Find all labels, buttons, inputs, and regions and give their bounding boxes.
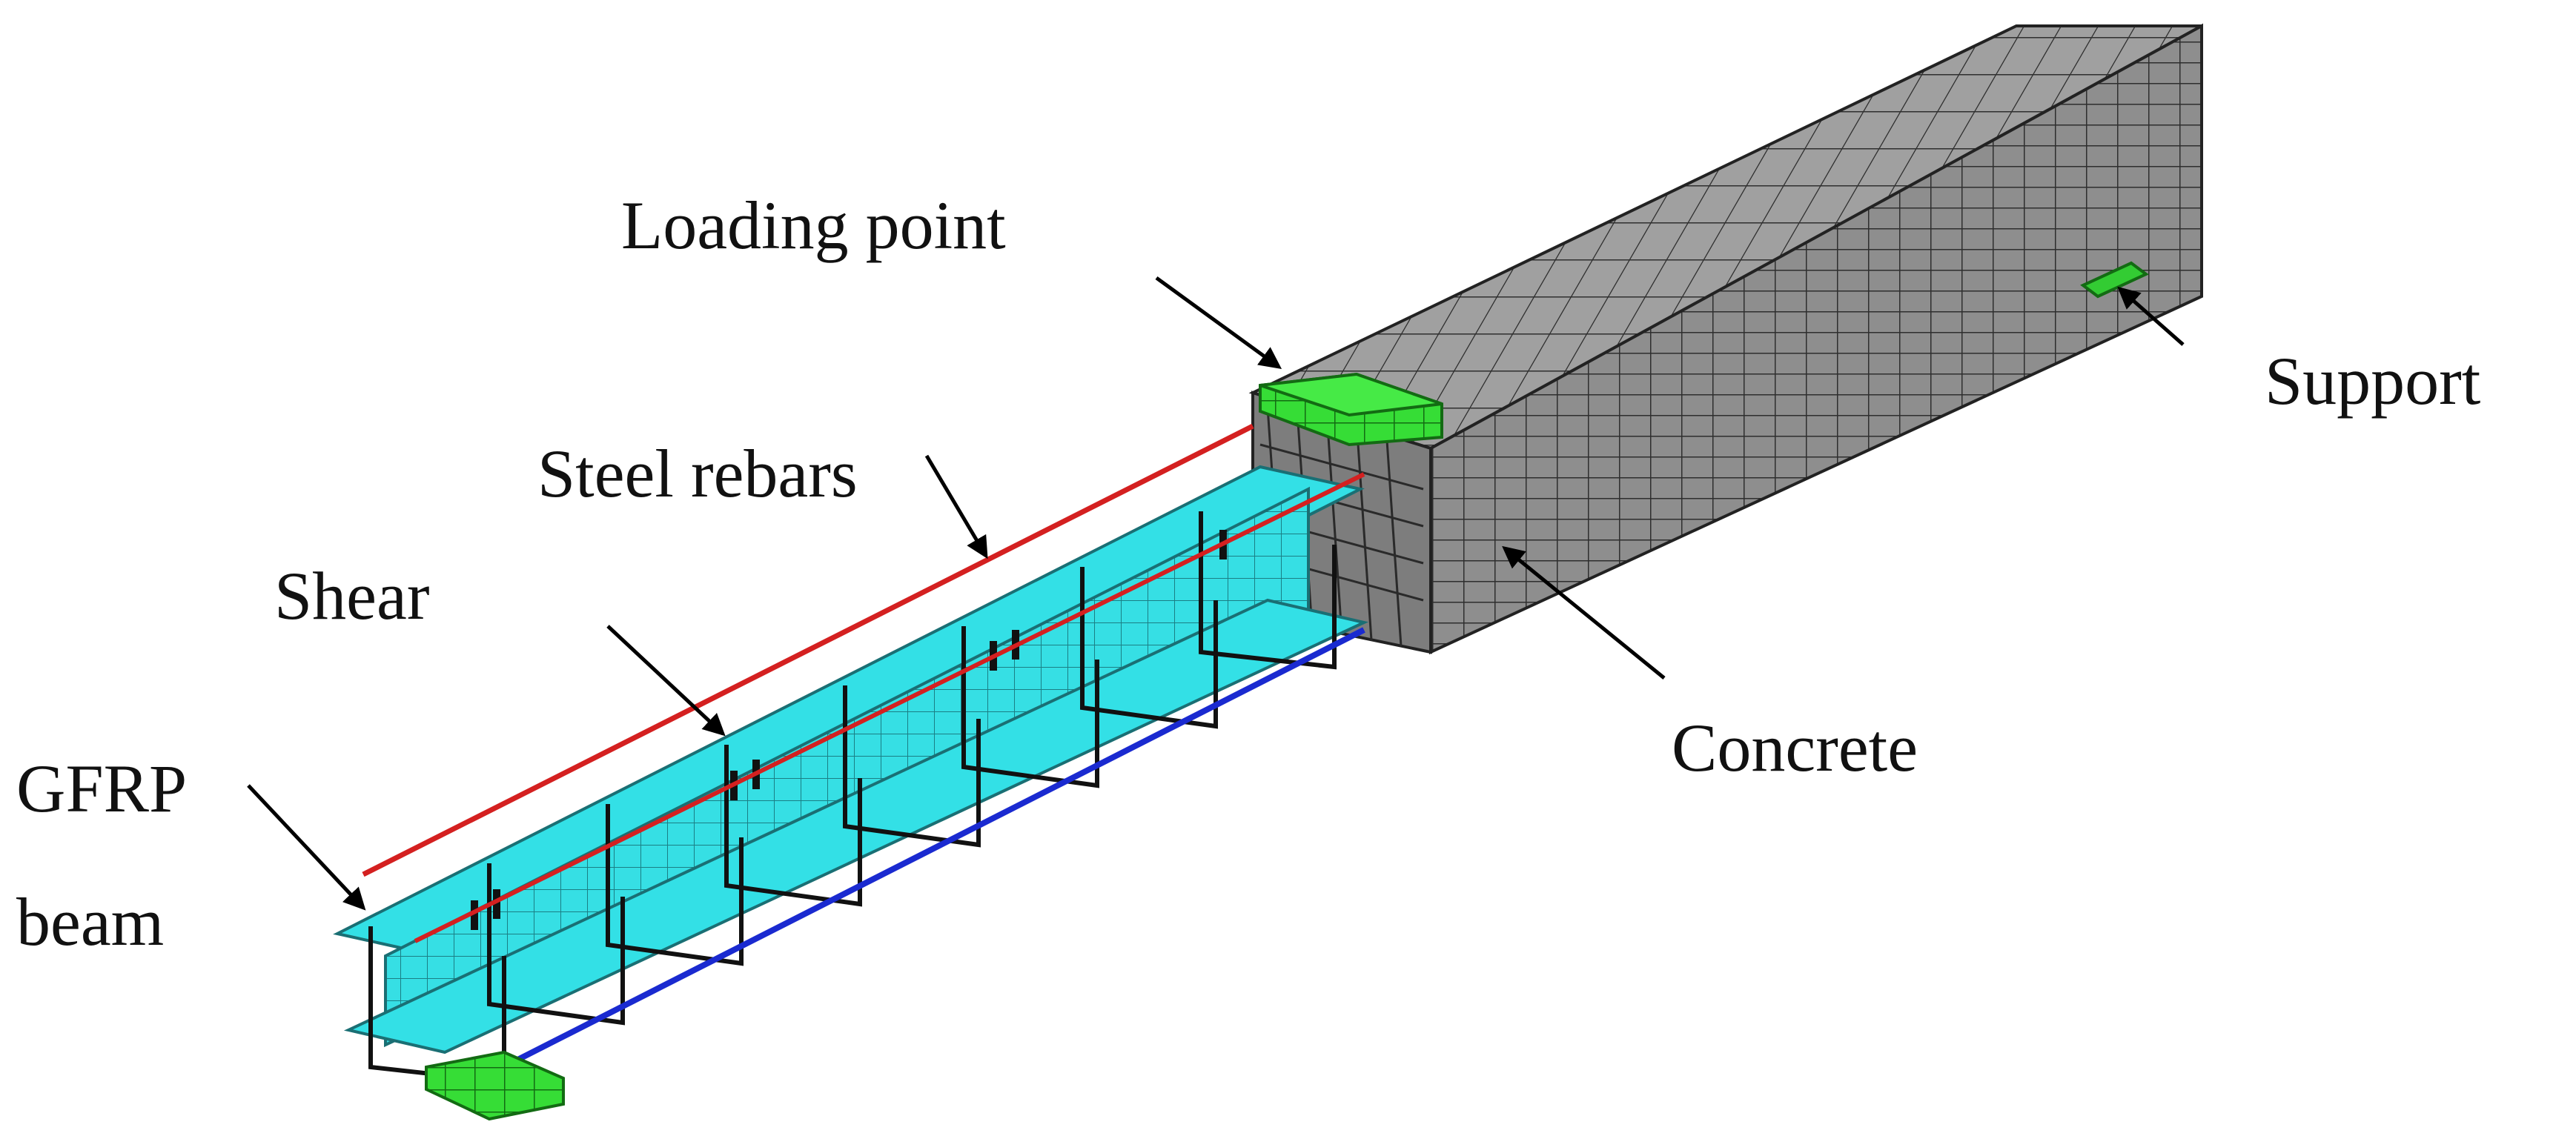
- label-beam: beam: [16, 884, 164, 960]
- arrow-icon: [1155, 276, 1282, 369]
- arrow-icon: [2117, 286, 2185, 346]
- arrow-icon: [924, 454, 988, 559]
- label-support: Support: [2265, 343, 2481, 419]
- label-steel-rebars: Steel rebars: [537, 436, 858, 511]
- label-loading-point: Loading point: [621, 187, 1006, 263]
- label-gfrp: GFRP: [16, 751, 187, 826]
- bottom-rebar: [443, 627, 1365, 1100]
- top-rebar-outer: [362, 423, 1254, 877]
- arrow-icon: [247, 784, 366, 911]
- label-concrete: Concrete: [1672, 710, 1918, 785]
- pointer-arrows: [247, 276, 2185, 911]
- label-shear: Shear: [274, 558, 429, 634]
- arrow-icon: [606, 625, 726, 737]
- support-plate: [2080, 261, 2149, 299]
- loading-plate: [1259, 372, 1443, 447]
- left-support-plate: [425, 1050, 565, 1121]
- top-rebar-inner: [414, 472, 1365, 943]
- arrow-icon: [1502, 545, 1666, 680]
- concrete-block: [1248, 23, 2203, 655]
